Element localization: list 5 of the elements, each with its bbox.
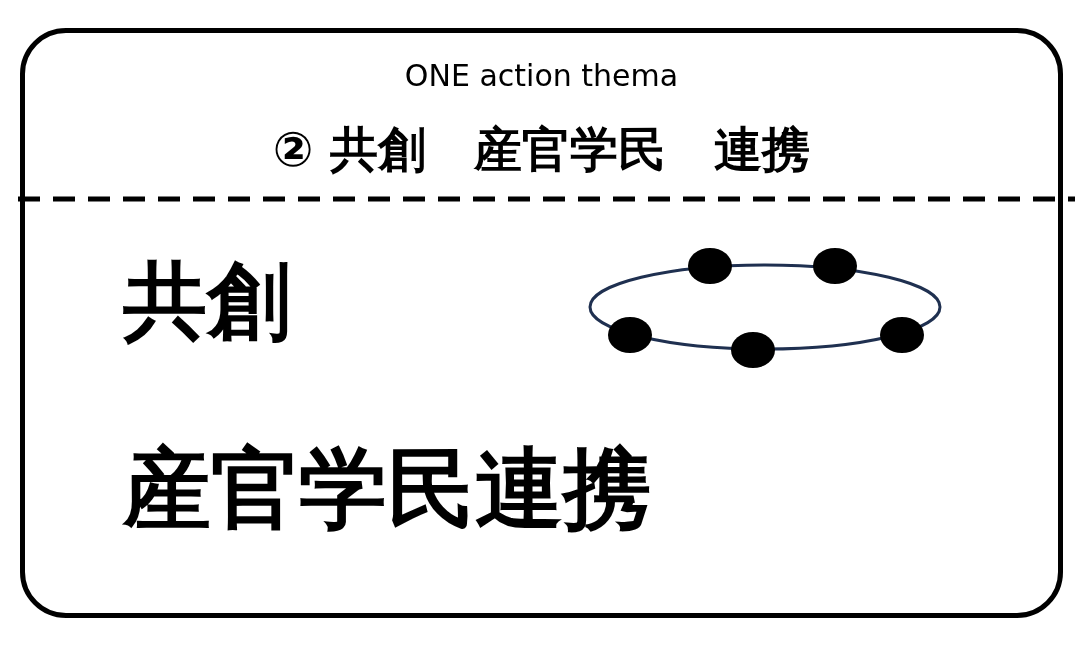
keyword: 産官学民連携 [123, 441, 651, 538]
rounded-frame [20, 28, 1063, 618]
heading: ② 共創 産官学民 連携 [272, 123, 811, 176]
subtitle: ONE action thema [404, 59, 679, 92]
keyword: 共創 [123, 255, 291, 348]
